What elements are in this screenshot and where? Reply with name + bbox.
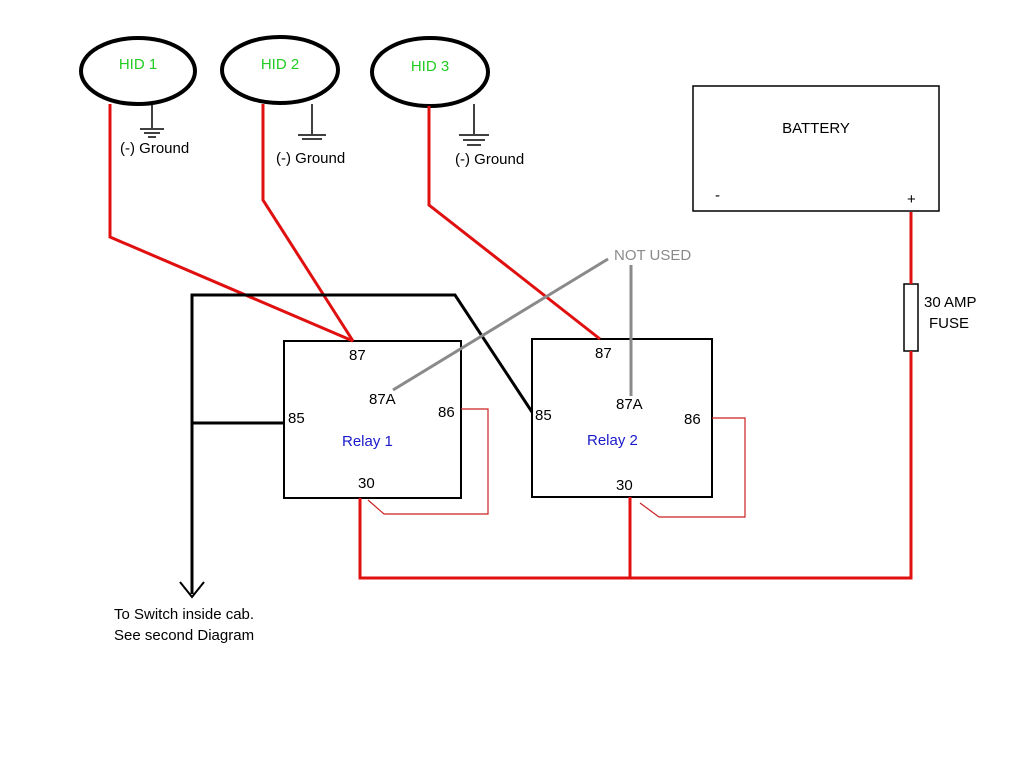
- battery-plus: +: [907, 191, 916, 208]
- relay-1-pin-87: 87: [349, 347, 366, 364]
- relay-2-label: Relay 2: [587, 432, 638, 449]
- wire-control-loop: [190, 293, 534, 594]
- fuse: 30 AMP FUSE: [903, 283, 977, 352]
- relay-2: 87 87A 85 86 30 Relay 2: [531, 338, 713, 498]
- switch-arrow-icon: [179, 581, 205, 599]
- relay-2-pin-86: 86: [684, 411, 701, 428]
- jumper-wires: [367, 408, 746, 518]
- power-wires: [108, 104, 913, 580]
- relay-1-pin-85: 85: [288, 410, 305, 427]
- relay-2-pin-85: 85: [535, 407, 552, 424]
- hid-1: HID 1: [79, 36, 197, 106]
- jumper-relay2-86-30: [639, 417, 746, 518]
- switch-note-line1: To Switch inside cab.: [114, 606, 254, 623]
- not-used-label: NOT USED: [614, 247, 691, 264]
- ground-symbol-1: [140, 104, 164, 138]
- relay-1-box: [283, 340, 462, 499]
- fuse-label-line2: FUSE: [929, 315, 969, 332]
- ground-label-1: (-) Ground: [120, 140, 189, 157]
- battery-minus: -: [715, 187, 720, 204]
- wire-relay1-87a-unused: [392, 257, 609, 392]
- ground-label-3: (-) Ground: [455, 151, 524, 168]
- hid-3-label: HID 3: [411, 58, 449, 75]
- hid-2-label: HID 2: [261, 56, 299, 73]
- hid-1-lamp: [79, 36, 197, 106]
- hid-2-lamp: [220, 35, 340, 105]
- relay-2-pin-87a: 87A: [616, 396, 643, 413]
- battery: BATTERY - +: [692, 85, 940, 212]
- hid-1-label: HID 1: [119, 56, 157, 73]
- jumper-relay1-86-30: [367, 408, 489, 515]
- relay-1-pin-87a: 87A: [369, 391, 396, 408]
- unused-wires: [392, 257, 633, 396]
- wire-hid1-to-relay1-87: [108, 104, 354, 343]
- switch-note-line2: See second Diagram: [114, 627, 254, 644]
- hid-2: HID 2: [220, 35, 340, 105]
- battery-box: [692, 85, 940, 212]
- wire-hid3-to-relay2-87: [427, 106, 601, 341]
- battery-label: BATTERY: [782, 120, 850, 137]
- hid-3: HID 3: [370, 36, 490, 108]
- control-wires: [179, 293, 534, 599]
- relay-1: 87 87A 85 86 30 Relay 1: [283, 340, 462, 499]
- relay-1-label: Relay 1: [342, 433, 393, 450]
- fuse-body: [903, 283, 919, 352]
- relay-1-pin-86: 86: [438, 404, 455, 421]
- ground-symbol-3: [459, 104, 489, 146]
- ground-symbol-2: [298, 104, 326, 140]
- wire-fuse-to-bus: [358, 351, 913, 580]
- fuse-label-line1: 30 AMP: [924, 294, 977, 311]
- relay-2-pin-30: 30: [616, 477, 633, 494]
- ground-label-2: (-) Ground: [276, 150, 345, 167]
- relay-2-pin-87: 87: [595, 345, 612, 362]
- relay-1-pin-30: 30: [358, 475, 375, 492]
